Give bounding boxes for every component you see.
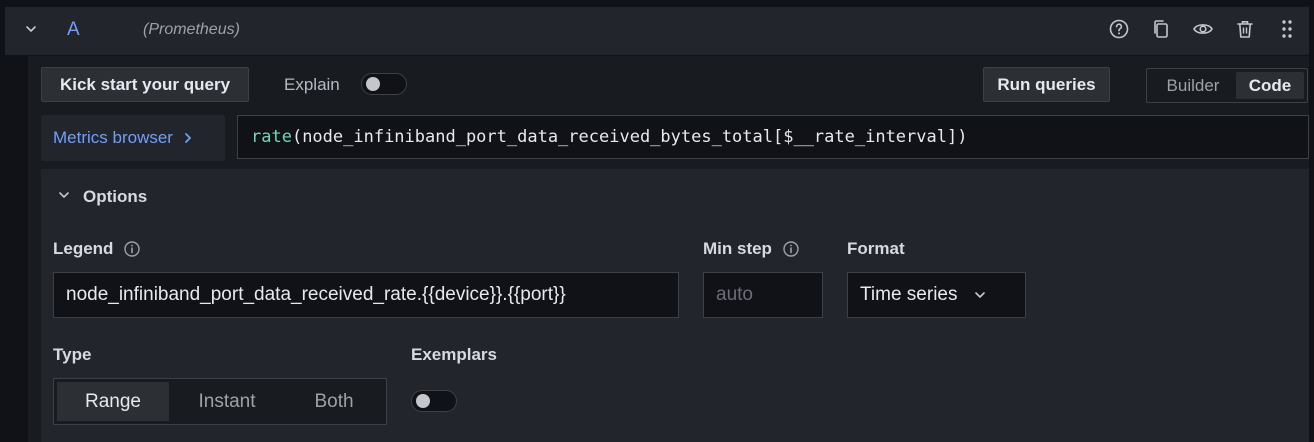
collapse-toggle[interactable] bbox=[21, 21, 41, 41]
metrics-browser-button[interactable]: Metrics browser bbox=[41, 115, 225, 161]
hide-query-button[interactable] bbox=[1191, 19, 1215, 43]
chevron-down-icon bbox=[57, 188, 71, 207]
format-select[interactable]: Time series bbox=[847, 272, 1026, 318]
query-ref-id[interactable]: A bbox=[67, 19, 80, 40]
exemplars-label: Exemplars bbox=[411, 345, 497, 364]
explain-label: Explain bbox=[284, 75, 340, 94]
query-row-actions bbox=[1107, 19, 1299, 43]
query-function-token: rate bbox=[251, 127, 292, 147]
chevron-right-icon bbox=[183, 131, 193, 145]
options-title: Options bbox=[83, 187, 148, 206]
type-both-option[interactable]: Both bbox=[314, 390, 354, 412]
legend-label-row: Legend bbox=[53, 239, 141, 259]
legend-label: Legend bbox=[53, 239, 114, 258]
exemplars-label-row: Exemplars bbox=[411, 345, 497, 365]
format-selected-value: Time series bbox=[860, 284, 958, 305]
info-icon[interactable] bbox=[123, 240, 141, 258]
kick-start-button[interactable]: Kick start your query bbox=[41, 67, 249, 102]
type-label: Type bbox=[53, 345, 92, 364]
eye-icon bbox=[1192, 18, 1214, 45]
query-type-switch: Range Instant Both bbox=[53, 378, 387, 425]
help-icon bbox=[1108, 18, 1130, 45]
trash-icon bbox=[1234, 18, 1256, 45]
options-collapse-toggle[interactable]: Options bbox=[57, 187, 147, 207]
help-button[interactable] bbox=[1107, 19, 1131, 43]
info-icon[interactable] bbox=[782, 240, 800, 258]
query-body: Kick start your query Explain Run querie… bbox=[28, 56, 1309, 442]
min-step-label: Min step bbox=[703, 239, 772, 258]
type-range-option[interactable]: Range bbox=[57, 382, 169, 421]
min-step-label-row: Min step bbox=[703, 239, 800, 259]
query-row-header: A (Prometheus) bbox=[5, 7, 1309, 56]
datasource-name: (Prometheus) bbox=[143, 21, 240, 38]
type-label-row: Type bbox=[53, 345, 91, 365]
copy-icon bbox=[1150, 18, 1172, 45]
exemplars-toggle[interactable] bbox=[411, 390, 457, 412]
drag-handle[interactable] bbox=[1275, 19, 1299, 43]
duplicate-query-button[interactable] bbox=[1149, 19, 1173, 43]
run-queries-button[interactable]: Run queries bbox=[983, 67, 1110, 102]
chevron-down-icon bbox=[973, 288, 987, 302]
explain-toggle[interactable] bbox=[361, 73, 407, 95]
query-code-editor[interactable]: rate(node_infiniband_port_data_received_… bbox=[237, 115, 1309, 159]
query-expression-token: (node_infiniband_port_data_received_byte… bbox=[291, 127, 968, 147]
chevron-down-icon bbox=[24, 22, 38, 41]
remove-query-button[interactable] bbox=[1233, 19, 1257, 43]
mode-builder-option[interactable]: Builder bbox=[1166, 75, 1220, 95]
editor-mode-switch: Builder Code bbox=[1146, 68, 1308, 103]
metrics-browser-label: Metrics browser bbox=[53, 128, 173, 147]
min-step-input[interactable] bbox=[703, 272, 823, 318]
drag-handle-icon bbox=[1276, 18, 1298, 45]
mode-code-option[interactable]: Code bbox=[1236, 72, 1304, 99]
format-label: Format bbox=[847, 239, 905, 258]
format-label-row: Format bbox=[847, 239, 905, 259]
legend-input[interactable] bbox=[53, 272, 679, 318]
options-panel: Options Legend Min step Format Time s bbox=[41, 169, 1309, 442]
type-instant-option[interactable]: Instant bbox=[198, 390, 256, 412]
